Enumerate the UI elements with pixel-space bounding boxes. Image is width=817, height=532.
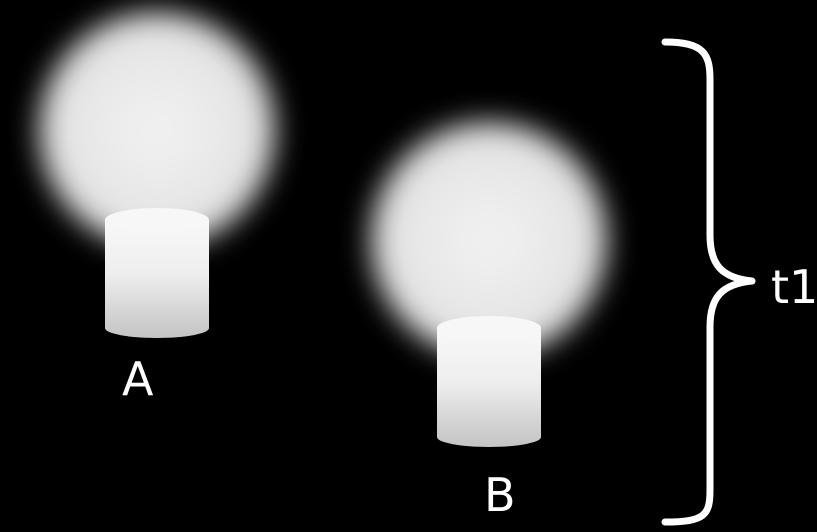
label-b: B: [484, 468, 516, 522]
lamp-a-glow: [39, 12, 275, 248]
right-curly-brace: [661, 38, 756, 526]
bracket-label-t1: t1: [771, 260, 817, 314]
lamp-a: [39, 12, 275, 338]
lamp-b-glow: [371, 122, 607, 358]
lamp-b-cylinder: [437, 316, 541, 447]
lamp-b: [371, 122, 607, 447]
lamp-a-cylinder: [105, 208, 209, 338]
label-a: A: [122, 352, 154, 406]
